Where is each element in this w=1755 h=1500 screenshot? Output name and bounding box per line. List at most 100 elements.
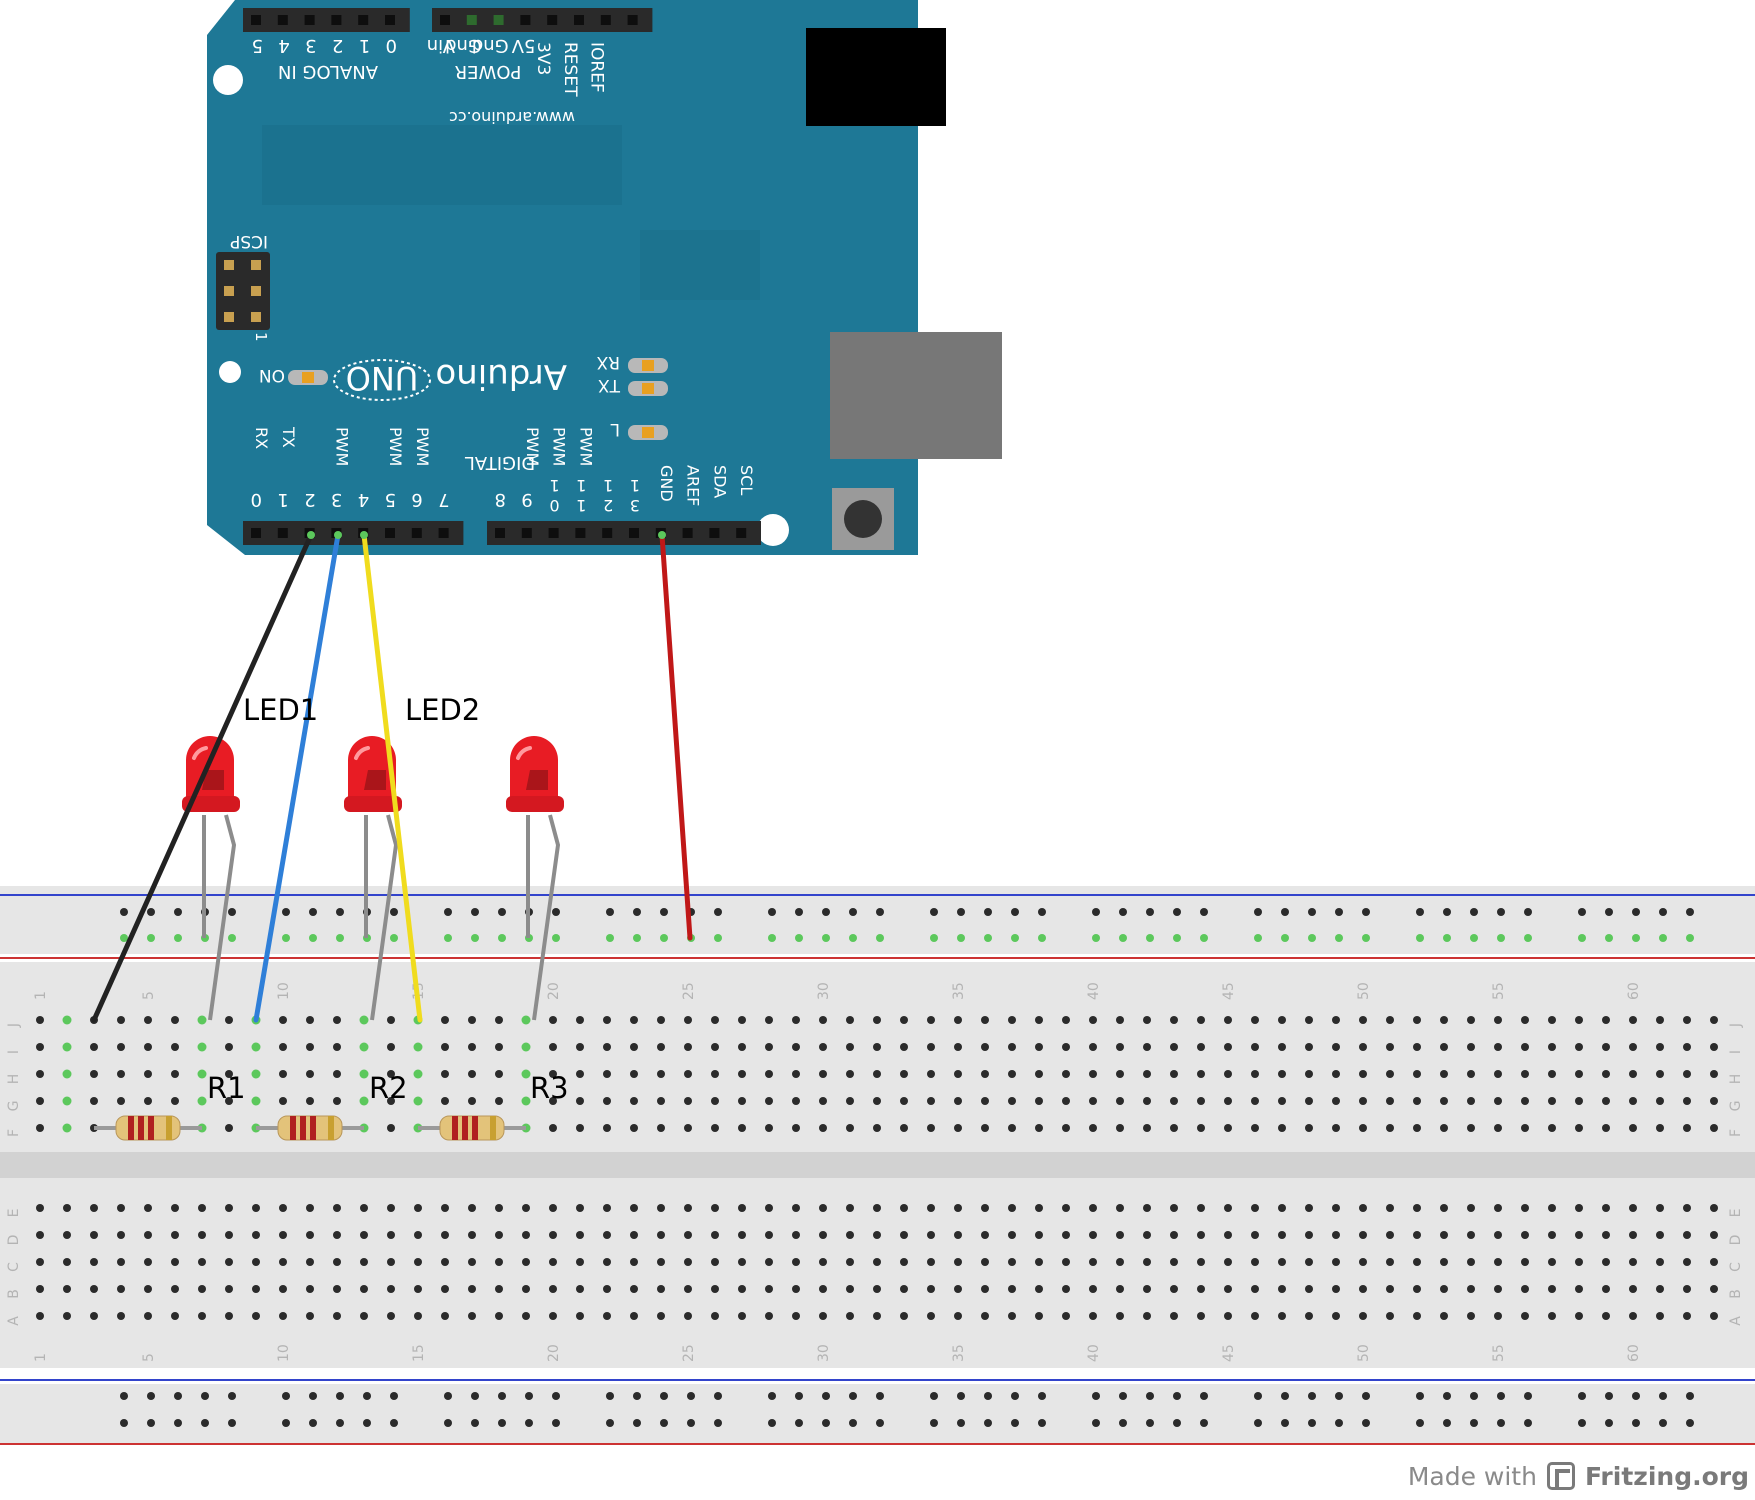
breadboard-hole <box>765 1231 773 1239</box>
breadboard-hole <box>1656 1258 1664 1266</box>
breadboard-hole <box>981 1016 989 1024</box>
breadboard-hole <box>1521 1097 1529 1105</box>
rail-hole <box>633 1392 641 1400</box>
wire-blue[interactable] <box>253 532 341 1023</box>
breadboard-hole <box>1683 1097 1691 1105</box>
breadboard-hole <box>792 1258 800 1266</box>
rx-label: RX <box>596 352 620 372</box>
rail-hole <box>1470 934 1478 942</box>
wire-black[interactable] <box>91 532 314 1023</box>
breadboard-hole <box>225 1285 233 1293</box>
reset-button-cap[interactable] <box>844 500 882 538</box>
digital-pin-number: 3 <box>630 496 640 515</box>
breadboard-hole <box>36 1231 44 1239</box>
breadboard-hole <box>1656 1016 1664 1024</box>
breadboard-hole <box>1062 1124 1070 1132</box>
credit-site[interactable]: Fritzing.org <box>1584 1461 1749 1491</box>
breadboard-hole <box>414 1204 422 1212</box>
wire-red[interactable] <box>659 532 693 941</box>
breadboard-hole <box>1170 1097 1178 1105</box>
breadboard-hole <box>252 1204 260 1212</box>
uno-model: UNO <box>346 359 419 397</box>
breadboard-hole <box>1548 1258 1556 1266</box>
breadboard-hole <box>927 1258 935 1266</box>
led-1 <box>182 736 240 1021</box>
breadboard-hole <box>873 1070 881 1078</box>
breadboard-hole <box>873 1016 881 1024</box>
header-pin <box>466 15 477 25</box>
breadboard-hole <box>900 1231 908 1239</box>
rail-hole <box>1119 934 1127 942</box>
breadboard-hole <box>1224 1285 1232 1293</box>
breadboard-hole <box>1251 1231 1259 1239</box>
breadboard-hole <box>927 1016 935 1024</box>
breadboard-hole <box>576 1231 584 1239</box>
breadboard-hole <box>711 1231 719 1239</box>
breadboard-hole <box>1683 1016 1691 1024</box>
rail-hole <box>1038 1419 1046 1427</box>
header-pin <box>629 528 639 538</box>
breadboard-hole <box>900 1043 908 1051</box>
breadboard-hole <box>468 1312 476 1320</box>
breadboard-hole <box>1629 1258 1637 1266</box>
breadboard-hole <box>873 1097 881 1105</box>
breadboard-hole <box>846 1124 854 1132</box>
breadboard-hole <box>549 1312 557 1320</box>
row-letter: F <box>1728 1129 1744 1137</box>
breadboard-hole <box>684 1043 692 1051</box>
breadboard-hole <box>981 1097 989 1105</box>
wire-yellow[interactable] <box>361 532 423 1023</box>
breadboard-hole <box>1251 1204 1259 1212</box>
breadboard-hole <box>846 1043 854 1051</box>
breadboard-hole <box>1602 1070 1610 1078</box>
breadboard-hole <box>846 1097 854 1105</box>
column-number: 25 <box>681 982 697 1000</box>
rail-hole <box>606 1419 614 1427</box>
breadboard-hole <box>441 1070 449 1078</box>
header-pin <box>575 528 586 538</box>
breadboard-hole <box>576 1312 584 1320</box>
breadboard-hole <box>1521 1231 1529 1239</box>
breadboard-hole <box>603 1258 611 1266</box>
breadboard-hole <box>144 1285 152 1293</box>
breadboard-hole <box>576 1016 584 1024</box>
digital-pin-number: 2 <box>603 496 613 515</box>
breadboard-hole <box>981 1285 989 1293</box>
breadboard-hole <box>1386 1285 1394 1293</box>
rail-hole <box>1173 934 1181 942</box>
breadboard-hole <box>1062 1204 1070 1212</box>
breadboard-hole <box>981 1043 989 1051</box>
breadboard-hole <box>1305 1258 1313 1266</box>
breadboard-hole <box>873 1285 881 1293</box>
breadboard-hole <box>413 1096 423 1106</box>
rail-hole <box>1443 934 1451 942</box>
breadboard-hole <box>333 1204 341 1212</box>
rail-hole <box>849 1392 857 1400</box>
breadboard-hole <box>1710 1231 1718 1239</box>
l-label: L <box>610 419 620 439</box>
breadboard-hole <box>279 1285 287 1293</box>
digital-pin-number: 3 <box>331 489 342 510</box>
breadboard-hole <box>1548 1204 1556 1212</box>
led-2 <box>344 736 402 1021</box>
breadboard-hole <box>1413 1124 1421 1132</box>
rail-hole <box>471 1392 479 1400</box>
breadboard-hole <box>413 1042 423 1052</box>
digital-pin-name: AREF <box>684 465 703 506</box>
breadboard-hole <box>1575 1231 1583 1239</box>
rail-hole <box>1200 934 1208 942</box>
breadboard-hole <box>1251 1070 1259 1078</box>
rail-hole <box>849 934 857 942</box>
breadboard-hole <box>1035 1312 1043 1320</box>
breadboard-hole <box>522 1312 530 1320</box>
breadboard-hole <box>1575 1285 1583 1293</box>
breadboard-hole <box>900 1258 908 1266</box>
breadboard-hole <box>522 1258 530 1266</box>
breadboard-hole <box>117 1204 125 1212</box>
header-pin <box>411 528 422 538</box>
breadboard-hole <box>576 1043 584 1051</box>
breadboard-hole <box>1062 1043 1070 1051</box>
header-pin <box>736 528 747 538</box>
breadboard-hole <box>1494 1097 1502 1105</box>
breadboard-hole <box>711 1204 719 1212</box>
